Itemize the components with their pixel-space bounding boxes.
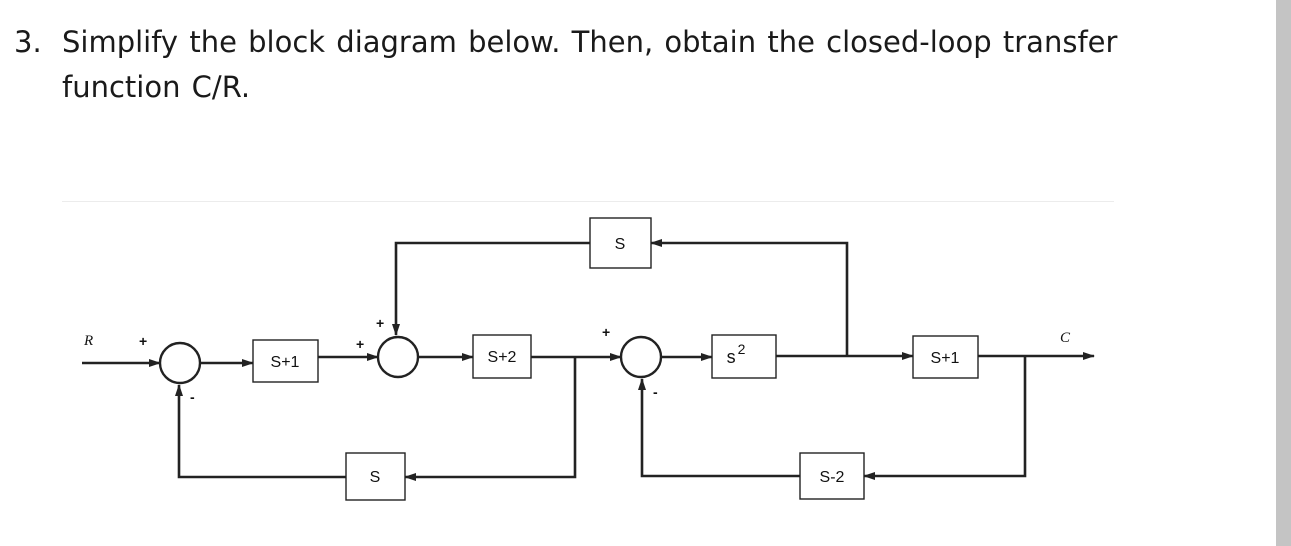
block-feedback-s-minus-2-label: S-2 bbox=[820, 469, 845, 486]
summing-junction-2 bbox=[376, 335, 420, 379]
block-s-squared-exp: 2 bbox=[738, 341, 746, 357]
block-s-plus-1-output bbox=[912, 335, 979, 379]
wire-top-feedback-in bbox=[392, 241, 590, 336]
block-s-squared bbox=[711, 334, 777, 379]
sign-j3-feedback: - bbox=[653, 384, 658, 400]
block-s-plus-1-label: S+1 bbox=[271, 354, 300, 371]
sign-j2-input: + bbox=[356, 336, 364, 352]
question-line-2: function C/R. bbox=[62, 70, 251, 104]
scrollbar[interactable] bbox=[1276, 0, 1291, 546]
block-s-plus-1-output-label: S+1 bbox=[931, 350, 960, 367]
block-feedback-top-s bbox=[589, 217, 652, 269]
wire-right-feedback-in bbox=[638, 378, 800, 478]
block-s-plus-1 bbox=[252, 339, 319, 383]
sign-j1-feedback: - bbox=[190, 389, 195, 405]
block-s-squared-base: s bbox=[727, 347, 736, 367]
summing-junction-1 bbox=[158, 341, 202, 385]
block-feedback-left-s-label: S bbox=[370, 469, 381, 486]
sign-j3-input: + bbox=[602, 324, 610, 340]
input-label-r: R bbox=[83, 333, 93, 349]
question-line-1: 3. Simplify the block diagram below. Then… bbox=[14, 20, 1264, 65]
separator-line bbox=[62, 201, 1114, 202]
block-feedback-left-s bbox=[345, 452, 406, 501]
block-feedback-top-s-label: S bbox=[615, 236, 626, 253]
sign-j1-input: + bbox=[139, 333, 147, 349]
sign-j2-top: + bbox=[376, 315, 384, 331]
question-number: 3. bbox=[14, 25, 42, 59]
output-label-c: C bbox=[1060, 330, 1071, 346]
block-s-plus-2 bbox=[472, 334, 532, 379]
wire-top-feedback-out bbox=[650, 239, 849, 356]
question-text: 3. Simplify the block diagram below. Then… bbox=[14, 20, 1264, 110]
block-s-plus-2-label: S+2 bbox=[488, 349, 517, 366]
wire-left-feedback-out bbox=[404, 357, 577, 481]
summing-junction-3 bbox=[619, 335, 663, 379]
wire-left-feedback-in bbox=[175, 384, 346, 479]
block-feedback-s-minus-2 bbox=[799, 452, 865, 500]
question-prompt: Simplify the block diagram below. Then, … bbox=[62, 25, 1118, 59]
wire-right-feedback-out bbox=[863, 356, 1027, 480]
